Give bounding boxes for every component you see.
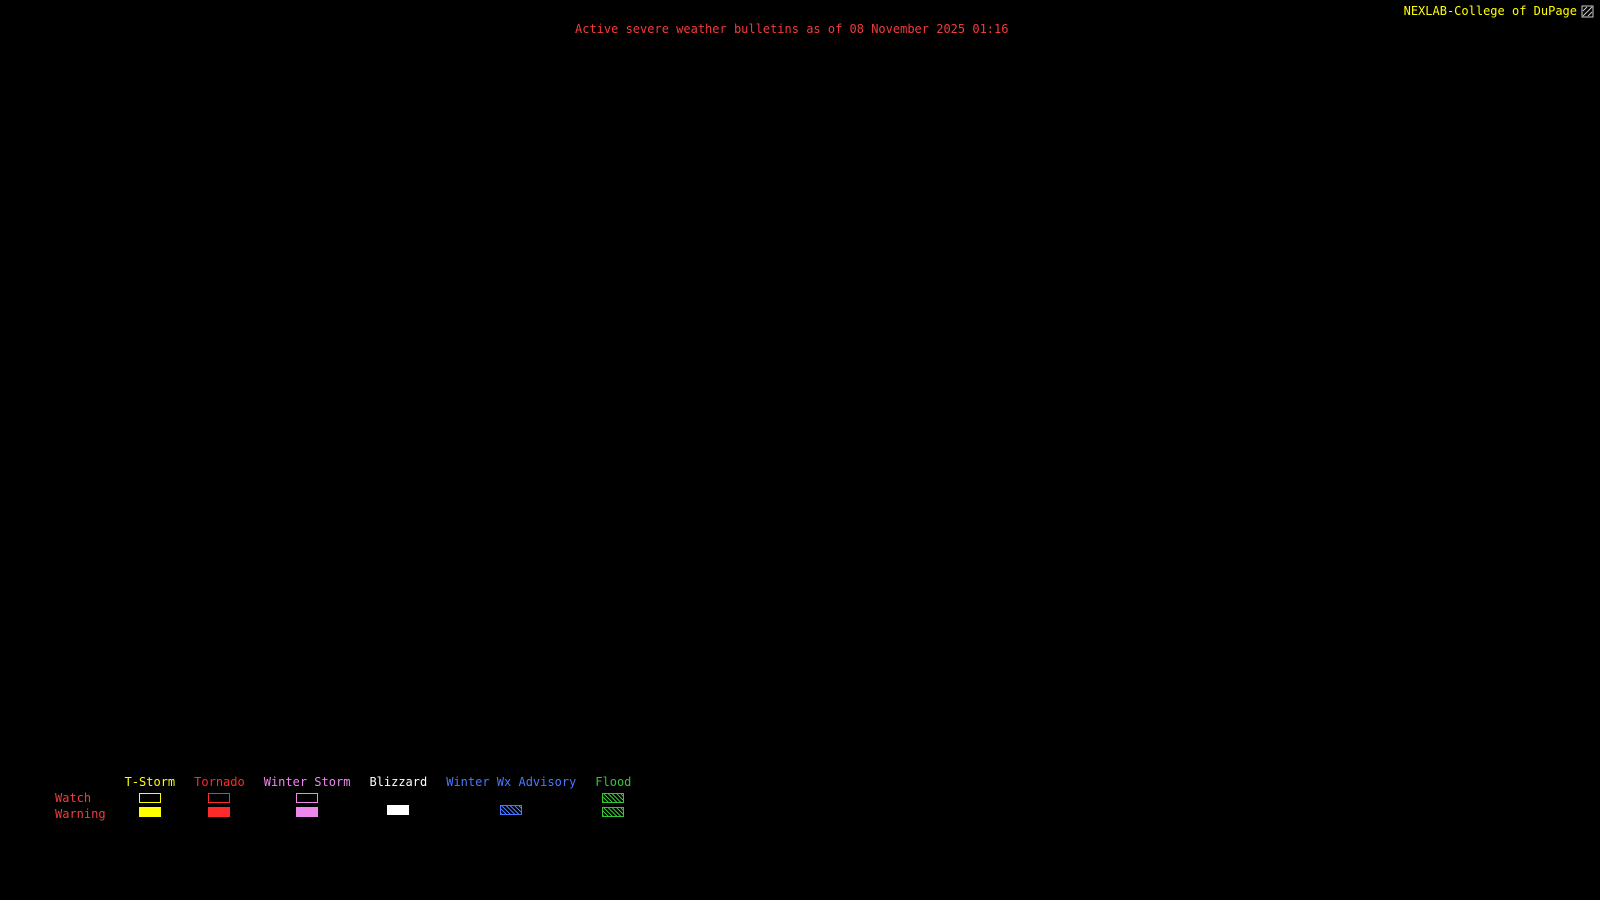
- brand: NEXLAB-College of DuPage: [1404, 4, 1594, 18]
- legend-column: Tornado: [194, 776, 245, 817]
- legend-column-label: Winter Storm: [263, 775, 351, 789]
- warning-swatch: [387, 805, 410, 815]
- warning-swatch: [208, 807, 231, 817]
- watch-swatch: [138, 793, 161, 803]
- warning-swatch: [500, 805, 523, 815]
- legend-column-label: Tornado: [194, 775, 245, 789]
- legend-warning-label: Warning: [55, 807, 106, 821]
- watch-swatch: [208, 793, 231, 803]
- legend-watch-label: Watch: [55, 791, 92, 805]
- warning-swatch: [602, 807, 625, 817]
- map-title: Active severe weather bulletins as of 08…: [575, 22, 1009, 36]
- legend-column: Flood: [595, 776, 631, 817]
- legend-column: Winter Storm: [263, 775, 351, 817]
- watch-swatch: [602, 793, 625, 803]
- legend-column-label: Blizzard: [369, 775, 428, 789]
- legend-row-labels: Watch Warning: [55, 776, 106, 821]
- warning-swatch: [296, 807, 319, 817]
- legend-column-label: Winter Wx Advisory: [446, 775, 577, 789]
- legend-column-label: T-Storm: [124, 775, 176, 789]
- brand-text: NEXLAB-College of DuPage: [1403, 4, 1577, 18]
- legend-column-label: Flood: [595, 775, 632, 789]
- nexlab-logo-icon: [1581, 5, 1594, 18]
- legend-column: T-Storm: [124, 775, 176, 817]
- legend: Watch Warning T-Storm Tornado Winter Storm…: [55, 775, 631, 822]
- legend-header-spacer: [55, 776, 106, 791]
- watch-swatch: [296, 793, 319, 803]
- warning-swatch: [138, 807, 161, 817]
- legend-column: Winter Wx Advisory: [446, 776, 576, 815]
- legend-column: Blizzard: [369, 776, 427, 815]
